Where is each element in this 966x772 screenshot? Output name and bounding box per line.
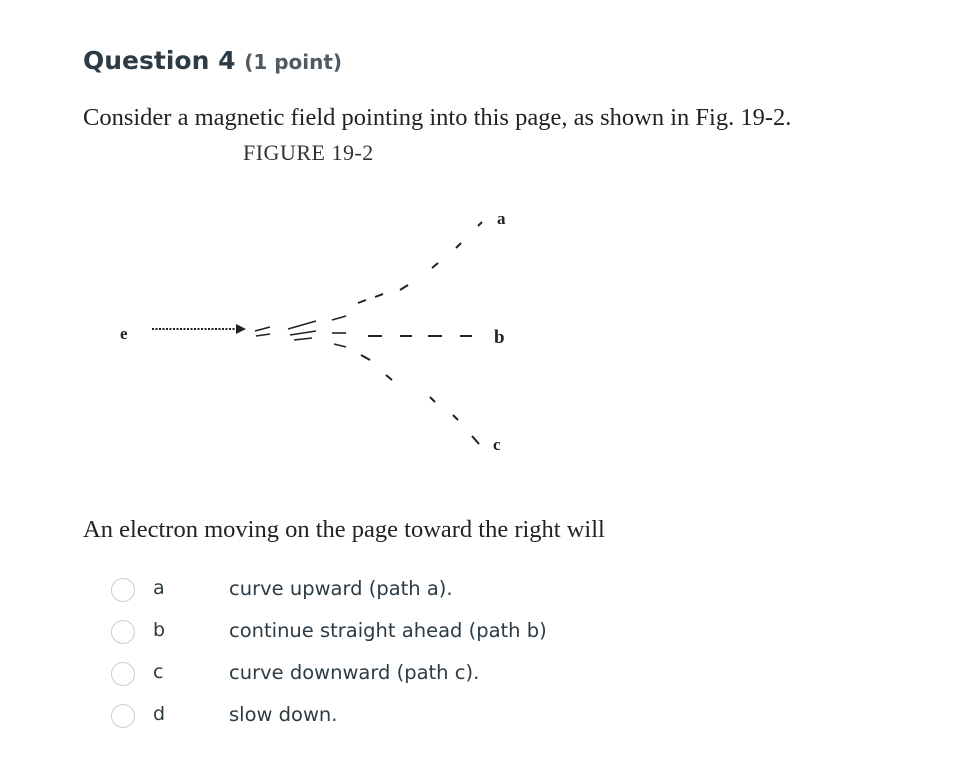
question-points: (1 point)	[244, 50, 343, 74]
path-b-label: b	[494, 327, 505, 348]
radio-button-a[interactable]	[111, 578, 135, 602]
radio-button-d[interactable]	[111, 704, 135, 728]
path-a-label: a	[497, 209, 506, 228]
electron-paths-diagram: e a b	[120, 209, 506, 454]
question-title: Question 4 (1 point)	[83, 46, 342, 75]
path-c-dashes	[360, 354, 480, 445]
answer-text: slow down.	[229, 703, 338, 726]
incoming-arrowhead	[236, 324, 246, 334]
answer-letter: b	[153, 619, 166, 641]
answer-option-c[interactable]: c curve downward (path c).	[110, 654, 710, 696]
answer-option-b[interactable]: b continue straight ahead (path b)	[110, 612, 710, 654]
answer-text: curve upward (path a).	[229, 577, 453, 600]
electron-label: e	[120, 324, 128, 343]
answer-letter: c	[153, 661, 164, 683]
path-c-label: c	[493, 435, 501, 454]
answer-options: a curve upward (path a). b continue stra…	[110, 570, 710, 738]
figure-19-2: FIGURE 19-2 e a	[110, 140, 550, 470]
question-prompt: Consider a magnetic field pointing into …	[83, 104, 792, 131]
path-a-dashes	[357, 221, 483, 304]
radio-button-b[interactable]	[111, 620, 135, 644]
question-number: Question 4	[83, 46, 236, 75]
divergence-marks	[254, 315, 347, 348]
radio-button-c[interactable]	[111, 662, 135, 686]
answer-text: continue straight ahead (path b)	[229, 619, 547, 642]
answer-letter: a	[153, 577, 165, 599]
figure-caption: FIGURE 19-2	[243, 140, 374, 165]
answer-letter: d	[153, 703, 166, 725]
answer-option-d[interactable]: d slow down.	[110, 696, 710, 738]
answer-text: curve downward (path c).	[229, 661, 480, 684]
answer-option-a[interactable]: a curve upward (path a).	[110, 570, 710, 612]
follow-up-prompt: An electron moving on the page toward th…	[83, 516, 605, 543]
